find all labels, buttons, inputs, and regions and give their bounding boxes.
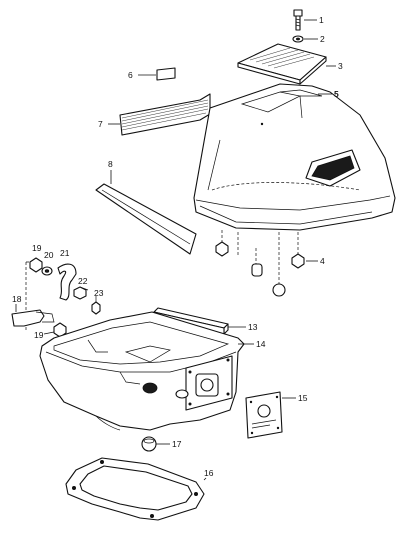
part-21-latch-hook [57, 263, 77, 301]
label-1: 1 [319, 15, 324, 25]
label-17: 17 [172, 439, 182, 449]
label-6: 6 [128, 70, 133, 80]
label-22: 22 [78, 276, 88, 286]
part-8-strip-decal [95, 170, 197, 255]
part-3-cover-plate [237, 43, 336, 85]
label-21: 21 [60, 248, 70, 258]
part-14-lower-cowl [39, 311, 254, 431]
part-5-upper-cowl [193, 83, 396, 231]
label-13: 13 [248, 322, 258, 332]
part-23-screw [91, 301, 101, 315]
label-5: 5 [334, 89, 339, 99]
label-16: 16 [204, 468, 214, 478]
label-14: 14 [256, 339, 266, 349]
part-6-label [138, 67, 176, 81]
label-19-upper: 19 [32, 243, 42, 253]
part-labels: 1 2 3 5 6 7 8 4 19 20 21 22 23 18 19 13 … [12, 15, 343, 478]
part-16-gasket [65, 457, 207, 521]
part-17-plug [141, 436, 170, 452]
label-2: 2 [320, 34, 325, 44]
label-23: 23 [94, 288, 104, 298]
part-19-nut-lower [43, 322, 67, 338]
label-3: 3 [338, 61, 343, 71]
label-19-lower: 19 [34, 330, 44, 340]
part-18-lever [11, 304, 55, 327]
part-15-access-plate [245, 391, 296, 439]
part-1-screw [293, 9, 317, 31]
part-7-striped-decal [108, 93, 211, 136]
part-19-nut-upper [29, 257, 43, 273]
label-18: 18 [12, 294, 22, 304]
part-4-fasteners [215, 230, 318, 297]
part-2-washer [292, 35, 318, 43]
label-4: 4 [320, 256, 325, 266]
label-7: 7 [98, 119, 103, 129]
label-15: 15 [298, 393, 308, 403]
label-20: 20 [44, 250, 54, 260]
label-8: 8 [108, 159, 113, 169]
